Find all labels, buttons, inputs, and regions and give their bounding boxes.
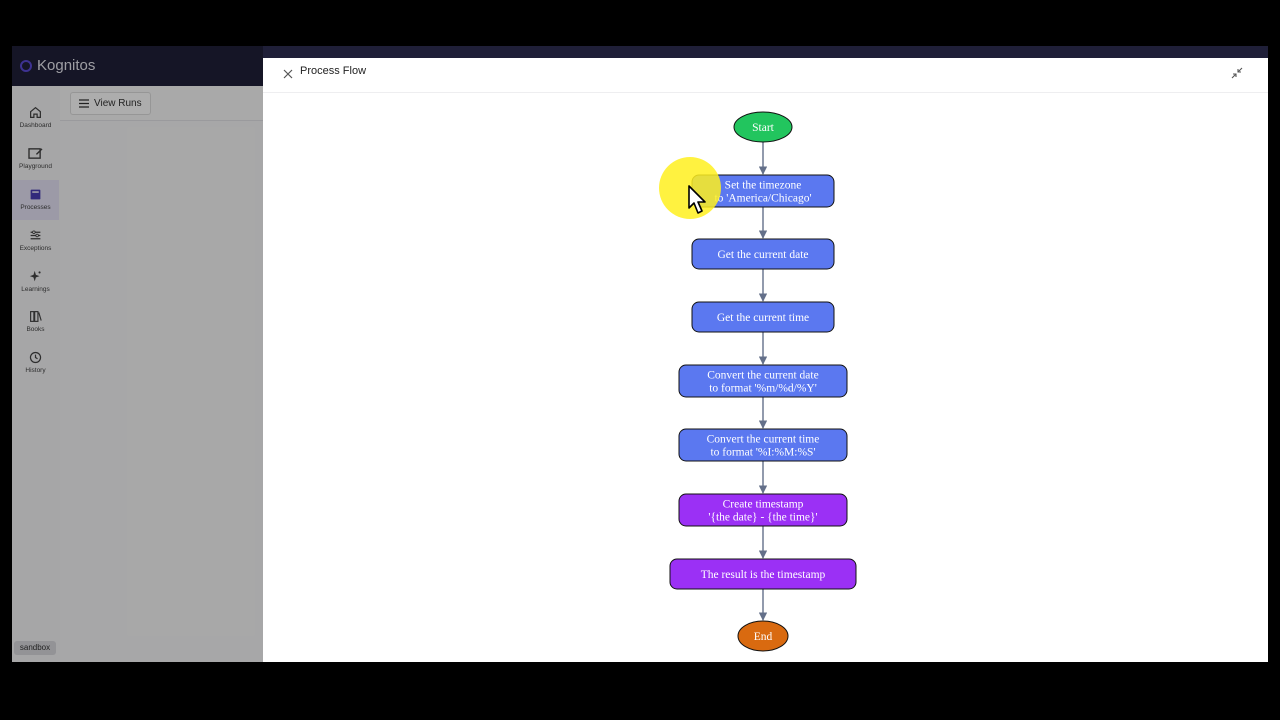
sidebar-item-processes[interactable]: Processes — [12, 180, 59, 220]
flow-node-n2[interactable]: Get the current date — [691, 238, 835, 270]
view-runs-label: View Runs — [94, 98, 142, 109]
sidebar-item-label: Processes — [20, 204, 51, 211]
mouse-pointer-icon — [688, 185, 706, 214]
sidebar: Dashboard Playground Processes Exception… — [12, 86, 61, 662]
modal-backdrop[interactable] — [12, 46, 263, 662]
processes-icon — [30, 189, 41, 200]
flow-node-shape — [678, 428, 848, 462]
flow-node-shape — [678, 364, 848, 398]
flow-node-end[interactable]: End — [737, 620, 789, 652]
flow-node-label: Get the current date — [718, 249, 809, 261]
process-toolbar: View Runs — [60, 86, 263, 121]
sparkles-icon — [29, 270, 41, 282]
sidebar-item-exceptions[interactable]: Exceptions — [12, 221, 59, 261]
flow-node-label: Start — [752, 122, 775, 134]
app-window: Kognitos Dashboard Playground Processes … — [12, 46, 1268, 662]
sidebar-item-playground[interactable]: Playground — [12, 139, 59, 179]
flow-node-n6[interactable]: Create timestamp'{the date} - {the time}… — [678, 493, 848, 527]
sidebar-item-label: Dashboard — [19, 122, 52, 129]
flow-node-label: Create timestamp — [723, 499, 804, 511]
flow-node-label: End — [754, 631, 773, 643]
sidebar-item-label: History — [25, 367, 46, 374]
exceptions-icon — [30, 230, 41, 240]
flow-node-label: to format '%I:%M:%S' — [710, 447, 815, 459]
sidebar-item-label: Learnings — [21, 286, 50, 293]
flow-node-label: '{the date} - {the time}' — [708, 512, 817, 524]
process-content — [60, 121, 263, 662]
drawer-header: Process Flow — [263, 58, 1268, 93]
flow-node-label: to 'America/Chicago' — [714, 193, 811, 205]
sidebar-item-label: Exceptions — [19, 245, 52, 252]
environment-badge: sandbox — [14, 641, 56, 655]
sidebar-item-dashboard[interactable]: Dashboard — [12, 98, 59, 138]
flow-node-shape — [737, 620, 789, 652]
collapse-icon[interactable] — [1230, 66, 1244, 80]
flow-node-label: Get the current time — [717, 312, 809, 324]
sidebar-item-books[interactable]: Books — [12, 302, 59, 342]
app-name: Kognitos — [37, 57, 96, 74]
close-icon[interactable] — [281, 67, 295, 81]
clock-icon — [29, 351, 42, 364]
flow-node-label: The result is the timestamp — [701, 569, 826, 581]
flow-node-n7[interactable]: The result is the timestamp — [669, 558, 857, 590]
drawer-title: Process Flow — [300, 65, 367, 77]
playground-icon — [28, 148, 43, 159]
logo-mark-icon — [20, 59, 32, 72]
flow-node-label: Convert the current time — [707, 434, 820, 446]
app-logo[interactable]: Kognitos — [20, 57, 95, 74]
sidebar-item-history[interactable]: History — [12, 343, 59, 383]
home-icon — [30, 106, 41, 118]
flow-node-shape — [733, 111, 793, 143]
flow-node-label: Convert the current date — [707, 370, 818, 382]
books-icon — [30, 311, 42, 322]
flow-node-shape — [691, 238, 835, 270]
flow-node-shape — [678, 493, 848, 527]
sidebar-item-learnings[interactable]: Learnings — [12, 262, 59, 302]
flow-node-shape — [691, 301, 835, 333]
flow-node-n3[interactable]: Get the current time — [691, 301, 835, 333]
sidebar-item-label: Playground — [19, 163, 52, 170]
sidebar-item-label: Books — [26, 326, 45, 333]
flow-node-shape — [669, 558, 857, 590]
list-icon — [79, 99, 89, 108]
view-runs-button[interactable]: View Runs — [70, 92, 151, 115]
flow-node-start[interactable]: Start — [733, 111, 793, 143]
flow-node-label: Set the timezone — [725, 180, 802, 192]
flow-node-label: to format '%m/%d/%Y' — [709, 383, 817, 395]
